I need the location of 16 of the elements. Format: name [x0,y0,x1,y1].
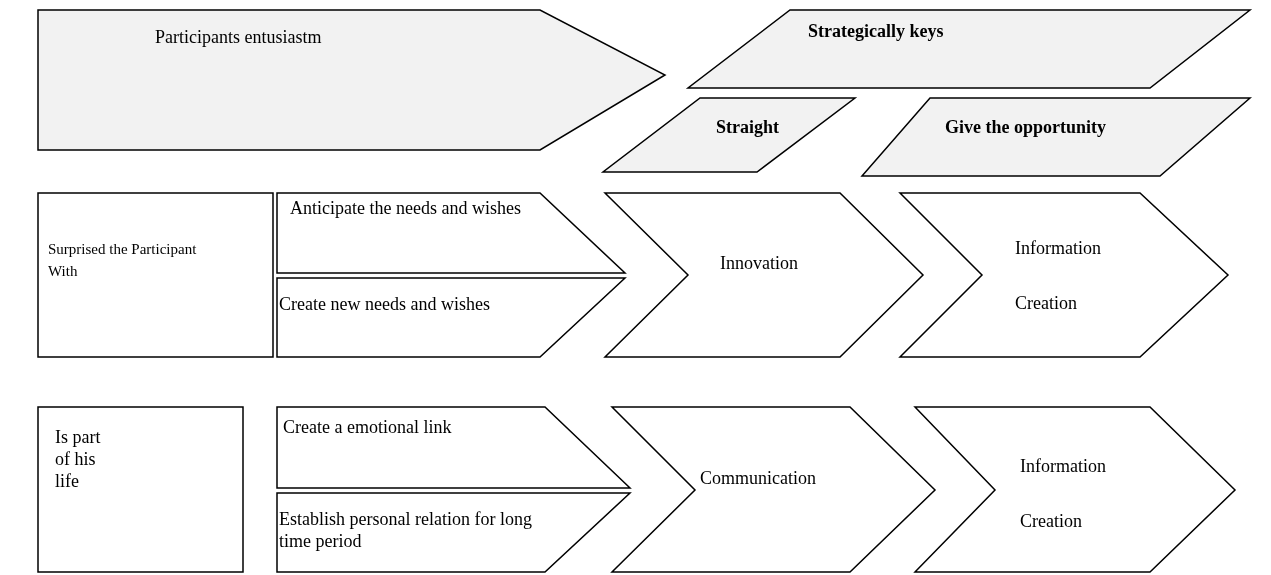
label-text: Create a emotional link [283,416,453,438]
label-text: Establish personal relation for long time period [279,508,533,552]
label-text: Participants entusiastm [155,26,323,48]
label-text: Is part of his life [55,426,102,492]
heading-text: Straight [716,116,780,138]
label-text: Information [1020,455,1107,477]
label-text: Innovation [720,252,799,274]
label-text: Communication [700,467,817,489]
heading-text: Give the opportunity [945,116,1107,138]
label-text: Creation [1015,292,1078,314]
label-text: Creation [1020,510,1083,532]
label-text: Information [1015,237,1102,259]
label-text: Surprised the Participant With [48,240,198,281]
label-text: Anticipate the needs and wishes [290,197,522,219]
heading-text: Strategically keys [808,20,945,42]
label-text: Create new needs and wishes [279,293,491,315]
